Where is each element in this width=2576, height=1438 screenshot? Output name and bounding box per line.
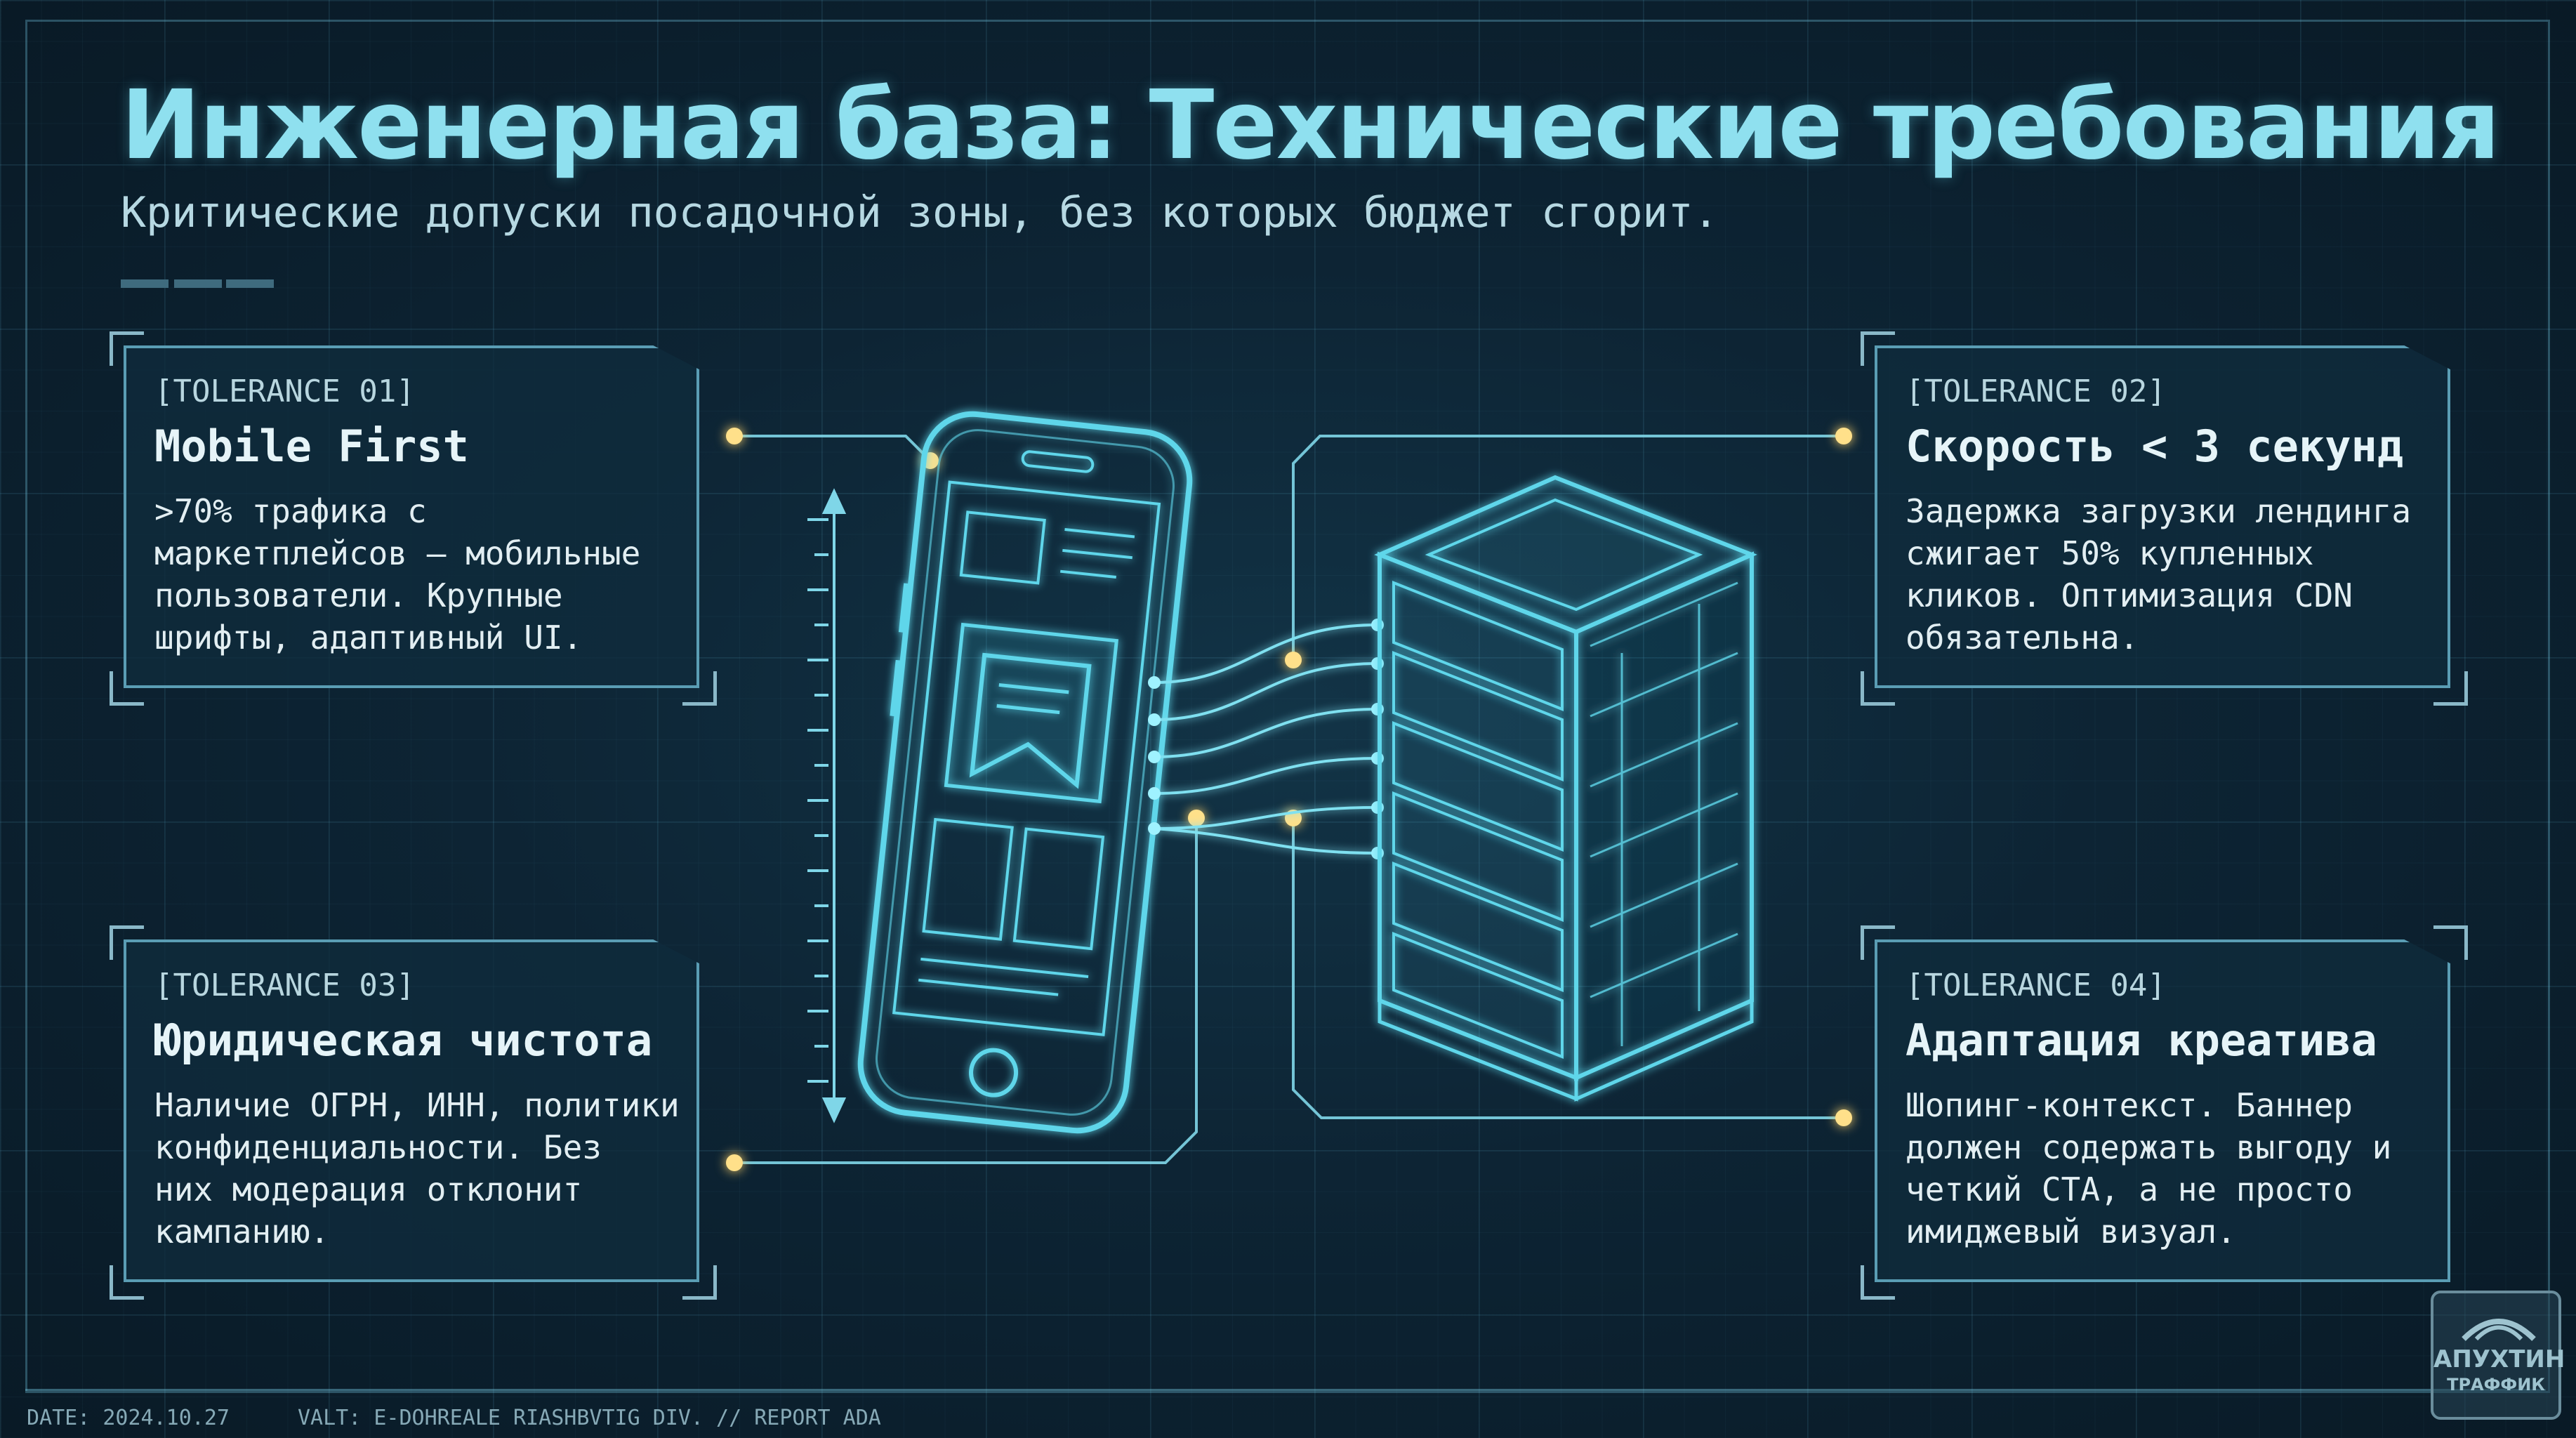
tolerance-title: Mobile First [154,421,469,472]
description-line: Задержка загрузки лендинга [1905,492,2412,530]
tolerance-card-2: [TOLERANCE 02] Скорость < 3 секунд Задер… [1875,345,2450,688]
subtitle-divider [121,279,169,288]
tolerance-tag: [TOLERANCE 02] [1905,374,2166,409]
card-bracket [682,1265,717,1300]
description-line: пользователи. Крупные [154,576,563,614]
tolerance-tag: [TOLERANCE 03] [154,968,415,1003]
card-bracket [2433,925,2468,960]
subtitle-divider [226,279,274,288]
tolerance-title: Адаптация креатива [1905,1015,2377,1066]
description-line: маркетплейсов — мобильные [154,534,641,572]
description-line: кампанию. [154,1213,330,1251]
connector-dot [1188,810,1205,826]
card-bracket [1861,671,1895,706]
description-line: обязательна. [1905,619,2139,657]
tolerance-description: Наличие ОГРН, ИНН, политики конфиденциал… [154,1084,680,1253]
data-cables [1154,624,1378,855]
description-line: имиджевый визуал. [1905,1213,2236,1251]
description-line: Наличие ОГРН, ИНН, политики [154,1086,680,1124]
description-line: должен содержать выгоду и [1905,1128,2392,1166]
description-line: шрифты, адаптивный UI. [154,619,583,657]
card-bracket [1861,331,1895,366]
tolerance-description: >70% трафика с маркетплейсов — мобильные… [154,490,668,659]
server-rack-icon [1374,475,1757,1102]
tolerance-card-1: [TOLERANCE 01] Mobile First >70% трафика… [124,345,699,688]
card-bracket [110,671,144,706]
description-line: кликов. Оптимизация CDN [1905,576,2353,614]
connector-line-card-1 [734,435,932,462]
tolerance-tag: [TOLERANCE 01] [154,374,415,409]
tolerance-description: Задержка загрузки лендинга сжигает 50% к… [1905,490,2419,659]
card-bracket [1861,1265,1895,1300]
footer-date: DATE: 2024.10.27 [27,1406,230,1430]
description-line: >70% трафика с [154,492,427,530]
height-ruler [807,488,847,1123]
card-bracket [2433,671,2468,706]
page-title: Инженерная база: Технические требования [121,70,2500,181]
tolerance-description: Шопинг-контекст. Баннер должен содержать… [1905,1084,2419,1253]
card-bracket [1861,925,1895,960]
connector-dot [1835,1109,1852,1126]
card-bracket [110,925,144,960]
connector-line-card-3 [734,818,1198,1164]
logo-wordmark: АПУХТИН [2433,1345,2565,1373]
connector-line-card-2 [1292,435,1844,660]
subtitle-divider [174,279,222,288]
card-bracket [682,671,717,706]
tolerance-tag: [TOLERANCE 04] [1905,968,2166,1003]
logo-tagline: ТРАФФИК [2447,1375,2545,1394]
tolerance-card-4: [TOLERANCE 04] Адаптация креатива Шопинг… [1875,939,2450,1282]
page-subtitle: Критические допуски посадочной зоны, без… [121,188,1719,237]
footer-divider [25,1389,2546,1391]
tolerance-title: Скорость < 3 секунд [1905,421,2404,472]
connector-dot [1285,652,1302,668]
tolerance-card-3: [TOLERANCE 03] Юридическая чистота Налич… [124,939,699,1282]
card-bracket [110,331,144,366]
tolerance-title: Юридическая чистота [154,1015,653,1066]
outer-frame [25,20,2550,1393]
description-line: сжигает 50% купленных [1905,534,2314,572]
connector-dot [1835,428,1852,444]
connector-dot [726,1154,743,1171]
description-line: них модерация отклонит [154,1170,583,1208]
description-line: четкий СТА, а не просто [1905,1170,2353,1208]
connector-dots [726,428,1852,1171]
logo-arc-icon [2462,1319,2536,1341]
description-line: конфиденциальности. Без [154,1128,602,1166]
description-line: Шопинг-контекст. Баннер [1905,1086,2353,1124]
connector-dot [726,428,743,444]
connector-line-card-4 [1292,818,1844,1119]
card-bracket [110,1265,144,1300]
footer-report-meta: VALT: E-DOHREALE RIASHBVTIG DIV. // REPO… [298,1406,881,1430]
brand-logo: АПУХТИН ТРАФФИК [2431,1291,2565,1420]
smartphone-icon [857,411,1193,1134]
cable-ports [1148,619,1384,859]
